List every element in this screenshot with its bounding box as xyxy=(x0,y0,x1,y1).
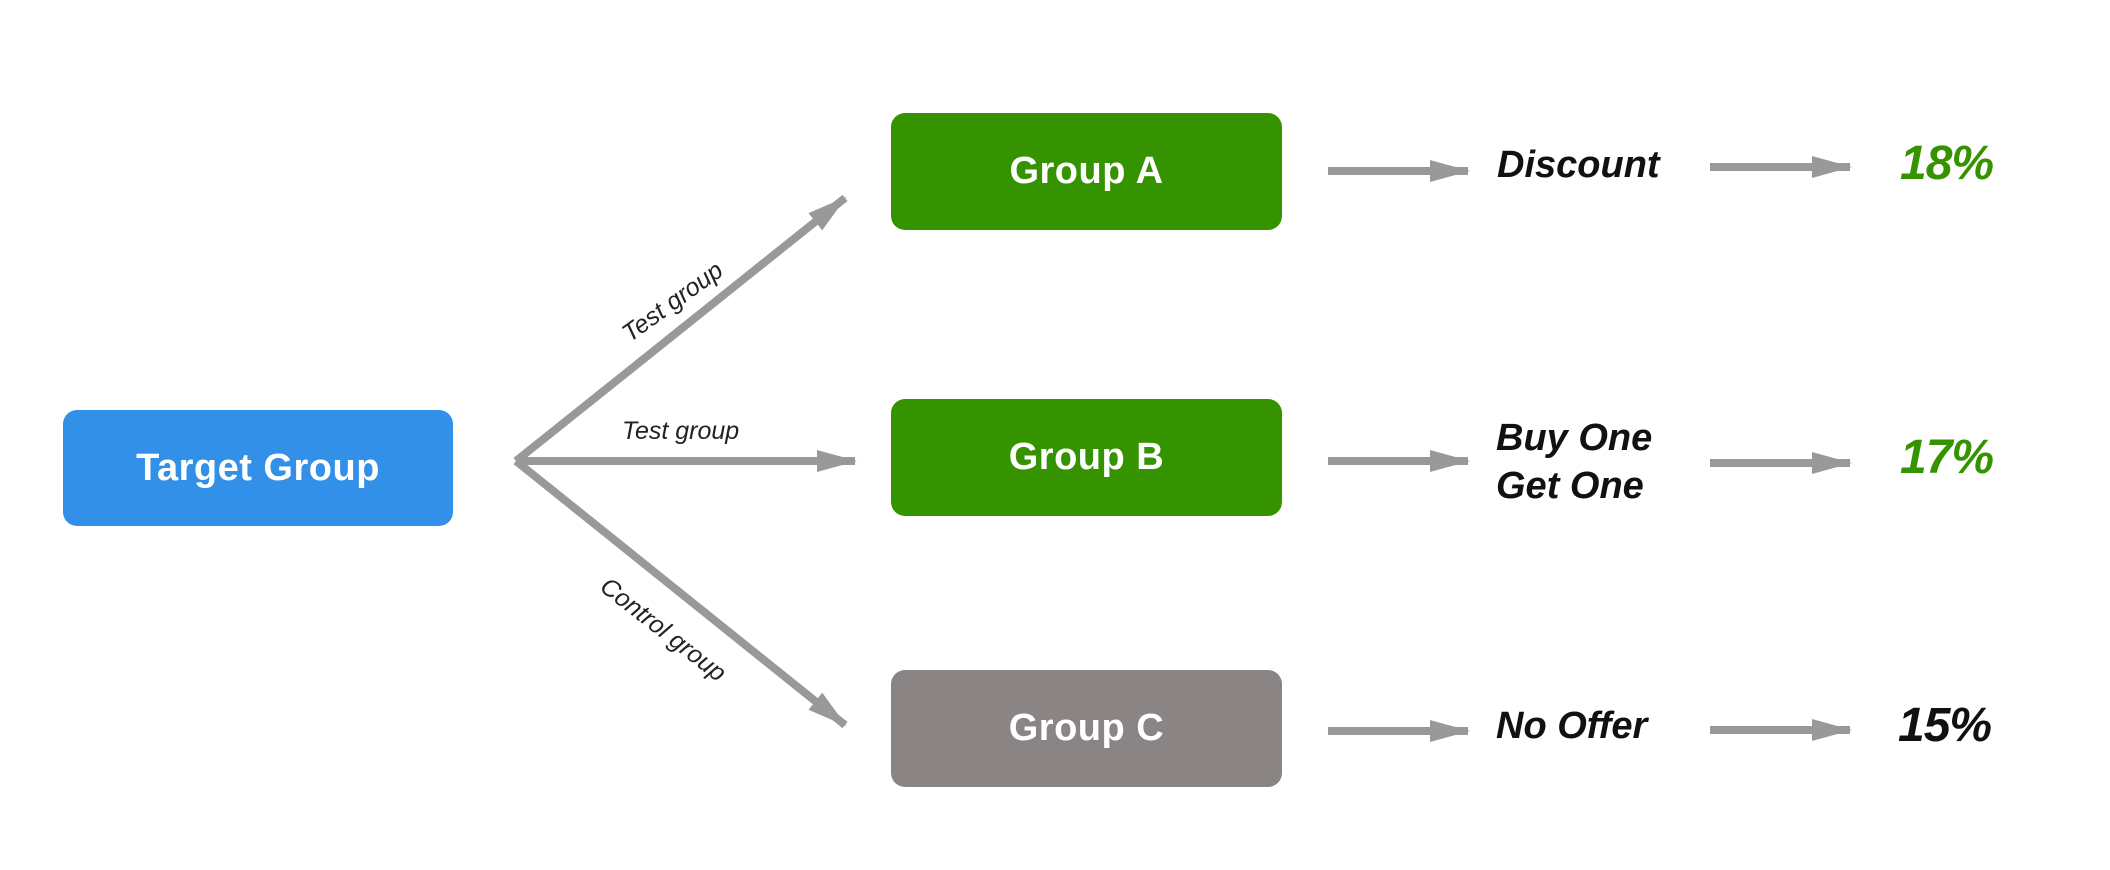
offer-group-c: No Offer xyxy=(1496,702,1647,750)
offer-group-b-line2: Get One xyxy=(1496,465,1644,507)
offer-group-a: Discount xyxy=(1497,141,1660,189)
group-a-box: Group A xyxy=(891,113,1282,230)
result-group-b: 17% xyxy=(1900,431,1994,484)
group-a-label: Group A xyxy=(1009,150,1164,192)
group-c-label: Group C xyxy=(1008,707,1165,749)
offer-group-a-text: Discount xyxy=(1497,144,1660,186)
arrow-target-to-group-a xyxy=(513,194,848,465)
group-b-label: Group B xyxy=(1008,436,1165,478)
result-group-c: 15% xyxy=(1898,699,1992,752)
edge-label-test-group-b: Test group xyxy=(622,417,740,445)
arrow-target-to-group-c xyxy=(513,457,848,729)
offer-group-c-text: No Offer xyxy=(1496,705,1648,747)
offer-group-b: Buy One Get One xyxy=(1496,414,1652,510)
target-group-box: Target Group xyxy=(63,410,453,526)
result-group-a: 18% xyxy=(1900,137,1994,190)
group-c-box: Group C xyxy=(891,670,1282,787)
target-group-label: Target Group xyxy=(136,446,380,489)
offer-group-b-line1: Buy One xyxy=(1496,417,1653,459)
group-b-box: Group B xyxy=(891,399,1282,516)
